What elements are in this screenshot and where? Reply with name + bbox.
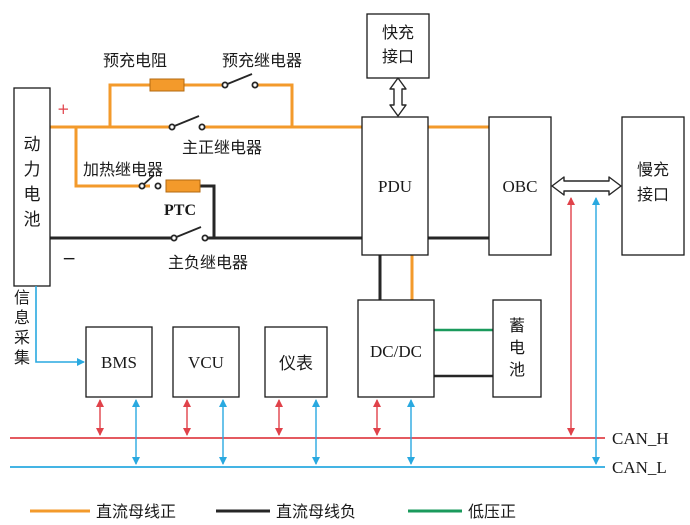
pdu-fastcharge-arrow xyxy=(389,77,407,117)
meter-label: 仪表 xyxy=(279,354,313,374)
can-connections xyxy=(96,197,600,465)
minus-sign: − xyxy=(62,249,76,269)
obc-label: OBC xyxy=(503,177,538,196)
plus-sign: + xyxy=(57,100,70,118)
info-collect-link xyxy=(35,286,85,366)
meter-box xyxy=(264,326,328,398)
vcu-label: VCU xyxy=(188,353,224,372)
svg-text:蓄电池: 蓄电池 xyxy=(509,316,525,379)
main-neg-relay-label: 主负继电器 xyxy=(168,253,248,272)
bms-label: BMS xyxy=(101,353,137,372)
heater-relay-label: 加热继电器 xyxy=(83,160,163,179)
dc-negative-wiring xyxy=(50,184,489,300)
slow-charge-box xyxy=(621,116,685,256)
bms-box xyxy=(85,326,153,398)
pdu-box xyxy=(361,116,429,256)
can-l-label: CAN_L xyxy=(612,458,667,477)
svg-text:快充接口: 快充接口 xyxy=(382,23,414,66)
aux-battery-box xyxy=(492,299,542,398)
precharge-relay-switch xyxy=(221,73,259,89)
info-collect-label: 信息采集 xyxy=(14,288,30,367)
vcu-box xyxy=(172,326,240,398)
dc-positive-wiring xyxy=(50,83,489,300)
precharge-relay-label: 预充继电器 xyxy=(222,51,302,70)
legend-dc-positive-label: 直流母线正 xyxy=(96,502,176,521)
battery-box xyxy=(13,87,51,287)
main-positive-relay-switch xyxy=(168,115,206,131)
main-pos-relay-label: 主正继电器 xyxy=(182,138,262,157)
dcdc-box xyxy=(357,299,435,398)
legend-low-voltage-label: 低压正 xyxy=(468,502,516,521)
dcdc-label: DC/DC xyxy=(370,342,422,361)
fast-charge-box xyxy=(366,13,430,79)
obc-slowcharge-arrow xyxy=(551,176,622,196)
obc-box xyxy=(488,116,552,256)
legend-dc-negative-label: 直流母线负 xyxy=(276,502,356,521)
pdu-label: PDU xyxy=(378,177,412,196)
precharge-resistor-element xyxy=(149,78,185,92)
ptc-label: PTC xyxy=(164,202,196,219)
svg-text:信息采集: 信息采集 xyxy=(14,288,30,367)
heater-relay-switch xyxy=(138,174,162,190)
main-negative-relay-switch xyxy=(170,226,209,242)
low-voltage-wiring xyxy=(434,328,493,378)
battery-label: 动力电池 xyxy=(24,135,41,230)
can-h-label: CAN_H xyxy=(612,429,669,448)
slow-charge-label: 慢充接口 xyxy=(637,160,669,204)
precharge-resistor-label: 预充电阻 xyxy=(103,51,167,70)
fast-charge-label: 快充接口 xyxy=(382,23,414,66)
aux-battery-label: 蓄电池 xyxy=(509,316,525,379)
svg-text:动力电池: 动力电池 xyxy=(24,135,41,230)
svg-text:慢充接口: 慢充接口 xyxy=(637,160,669,204)
ptc-element xyxy=(165,179,201,193)
